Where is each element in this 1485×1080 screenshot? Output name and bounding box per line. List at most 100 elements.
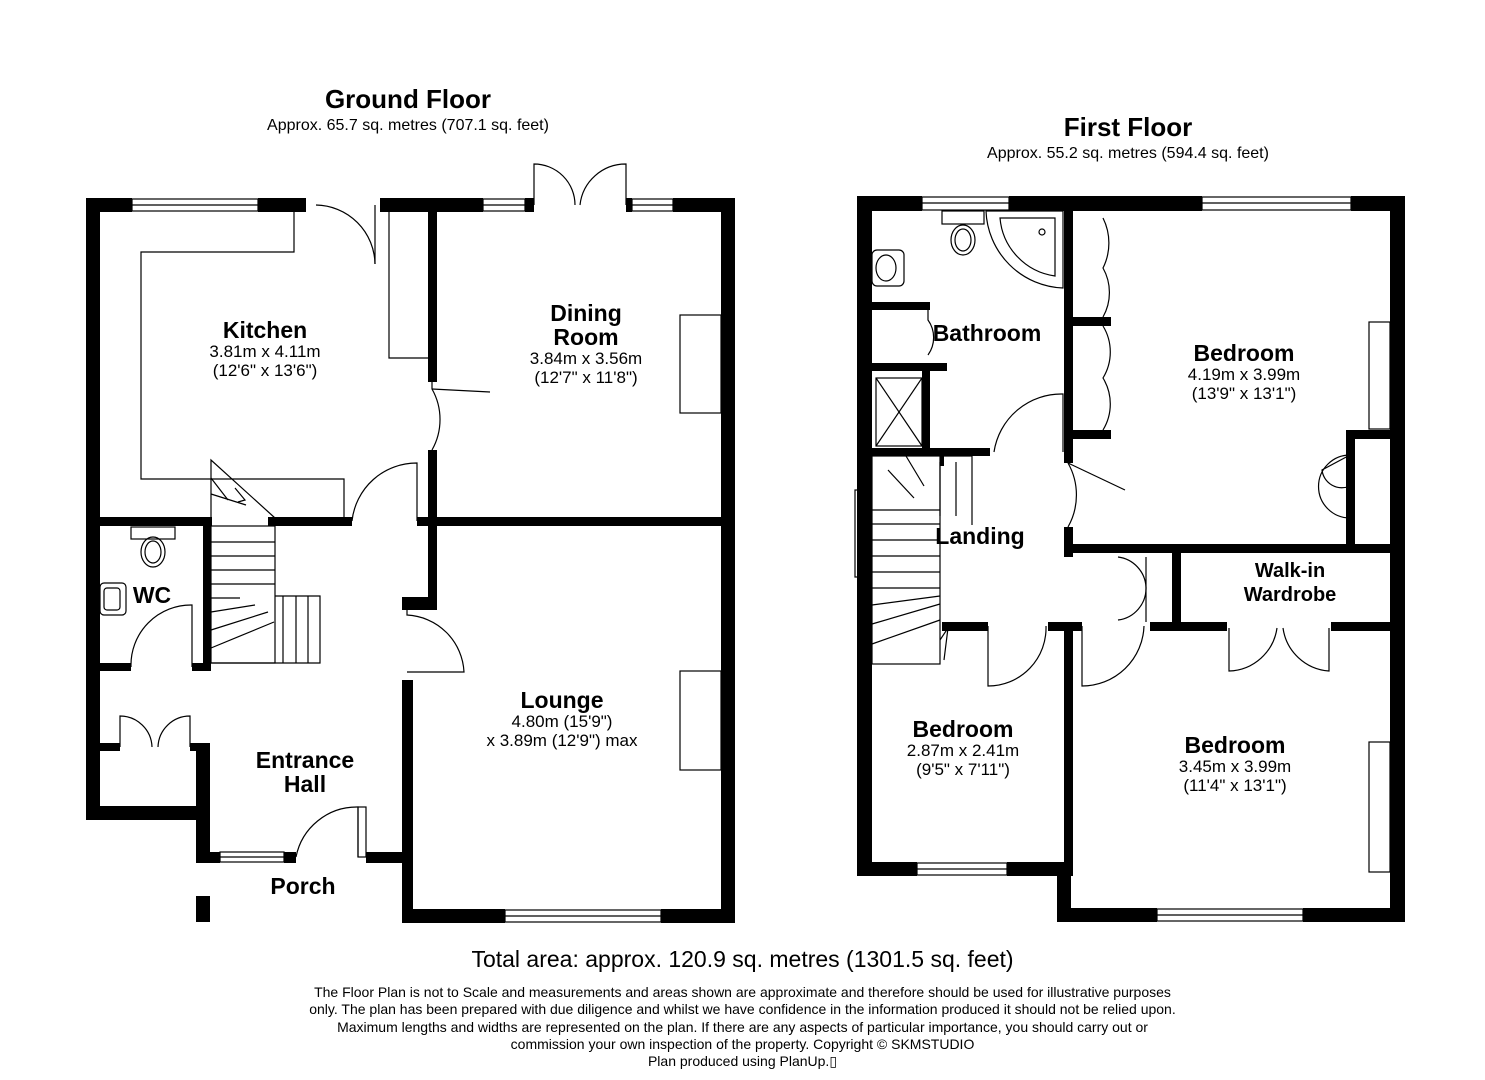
ff-walkin-doors — [1228, 627, 1278, 672]
dining-name-line2: Room — [553, 324, 619, 350]
gf-wall-bottom-lounge-a — [402, 909, 505, 923]
gf-wall-porch-bottom-b — [284, 852, 296, 863]
ff-bath-cistern — [941, 210, 985, 225]
ff-bed1-radiator — [1368, 321, 1391, 430]
lounge-dim-length: 4.80m (15'9") — [511, 712, 613, 731]
disclaimer-line-4: commission your own inspection of the pr… — [510, 1035, 975, 1052]
ff-wall-bed1-cupboard-top — [1346, 430, 1390, 439]
ff-bath-corner-bath — [985, 210, 1064, 289]
gf-door-hall-lounge — [406, 610, 465, 673]
gf-wall-porch-bottom-c — [366, 852, 406, 863]
ff-wall-bed1-wardrobe-top — [1073, 317, 1111, 326]
ground-floor-details — [86, 163, 722, 923]
ff-staircase — [871, 455, 941, 665]
ff-wall-bed2-top-b — [1048, 622, 1082, 631]
gf-door-dining-french — [533, 163, 576, 206]
lounge-dim-width: x 3.89m (12'9") max — [486, 731, 638, 750]
gf-wall-top-e — [626, 198, 632, 212]
kitchen-dim-imperial: (12'6" x 13'6") — [212, 361, 318, 380]
ff-wall-bed1-wardrobe-bot — [1073, 430, 1111, 439]
bedroom2-name: Bedroom — [912, 716, 1014, 742]
gf-wall-top-d — [525, 198, 534, 212]
room-label-landing: Landing — [910, 524, 1050, 548]
first-floor-details — [854, 196, 1391, 922]
ff-wall-bed2-top-a — [942, 622, 988, 631]
disclaimer-line-3: Maximum lengths and widths are represent… — [337, 1018, 1148, 1035]
ff-bath-toilet — [950, 224, 976, 256]
gf-kitchen-worktop — [140, 212, 345, 517]
lounge-name: Lounge — [520, 687, 604, 713]
ff-wall-bottom-left-a — [857, 862, 917, 876]
gf-cupboard-door-a — [119, 715, 153, 748]
gf-wall-right — [721, 198, 735, 923]
ff-bed3-radiator — [1368, 741, 1391, 873]
gf-staircase — [210, 525, 276, 664]
gf-wall-top-f — [673, 198, 735, 212]
bedroom3-dim-imperial: (11'4" x 13'1") — [1183, 776, 1287, 795]
gf-wall-cupboard-top-a — [100, 743, 120, 751]
gf-wall-bottom-lounge-b — [661, 909, 735, 923]
room-label-entrance-hall: Entrance Hall — [225, 748, 385, 796]
entrance-hall-line1: Entrance — [255, 747, 355, 773]
first-floor-title: First Floor — [1063, 112, 1193, 142]
gf-wall-wc-bottom-b — [192, 663, 211, 671]
ground-floor-plan — [86, 198, 735, 923]
gf-wall-kitchen-dining — [428, 212, 437, 382]
ff-door-bed2 — [987, 625, 1047, 687]
bedroom2-dim-metric: 2.87m x 2.41m — [906, 741, 1020, 760]
entrance-hall-line2: Hall — [283, 771, 327, 797]
bedroom1-name: Bedroom — [1193, 340, 1295, 366]
room-label-bedroom-2: Bedroom 2.87m x 2.41m (9'5" x 7'11") — [863, 717, 1063, 779]
ff-door-bed3 — [1081, 625, 1145, 687]
room-label-walk-in-wardrobe: Walk-in Wardrobe — [1210, 559, 1370, 607]
kitchen-name: Kitchen — [222, 317, 308, 343]
first-floor-plan — [857, 196, 1405, 922]
ff-wall-bottom-right-a — [1057, 908, 1157, 922]
gf-wall-wc-bottom — [100, 663, 131, 671]
dining-dim-metric: 3.84m x 3.56m — [529, 349, 643, 368]
dining-dim-imperial: (12'7" x 11'8") — [534, 368, 638, 387]
gf-door-front — [295, 806, 359, 858]
bedroom1-dim-metric: 4.19m x 3.99m — [1187, 365, 1301, 384]
ff-wall-walkin-left — [1172, 553, 1181, 630]
gf-dining-fireplace — [679, 314, 722, 414]
ff-wall-walkin-bottom-b — [1331, 622, 1390, 631]
ff-wall-bed1-cupboard — [1346, 430, 1355, 550]
landing-name: Landing — [935, 523, 1025, 549]
ff-door-bed1 — [1067, 462, 1078, 528]
gf-wall-porch-left — [196, 745, 210, 863]
gf-porch-post — [196, 896, 210, 922]
room-label-lounge: Lounge 4.80m (15'9") x 3.89m (12'9") max — [442, 688, 682, 750]
kitchen-dim-metric: 3.81m x 4.11m — [209, 342, 321, 361]
gf-door-kitchen-dining — [431, 382, 441, 451]
walkin-line2: Wardrobe — [1243, 584, 1337, 606]
bedroom3-name: Bedroom — [1184, 732, 1286, 758]
gf-wall-left — [86, 198, 100, 820]
ff-bath-shower-tray — [875, 377, 923, 447]
ff-wall-bath-bed1 — [1064, 211, 1073, 463]
ff-wall-bath-shelf-b — [872, 363, 947, 371]
ff-wall-stairs — [940, 456, 944, 466]
gf-wc-toilet — [140, 536, 166, 568]
disclaimer: The Floor Plan is not to Scale and measu… — [200, 984, 1285, 1070]
ff-door-bathroom — [993, 393, 1064, 453]
gf-wall-wc-stairs — [203, 526, 211, 669]
room-label-bedroom-3: Bedroom 3.45m x 3.99m (11'4" x 13'1") — [1135, 733, 1335, 795]
walkin-line1: Walk-in — [1254, 560, 1326, 582]
ff-wall-left — [857, 196, 872, 876]
gf-wall-top-c — [380, 198, 483, 212]
gf-lounge-fireplace — [679, 670, 722, 771]
gf-door-wc — [130, 604, 193, 668]
gf-wall-kitchen-wc-a — [100, 517, 212, 526]
ff-wall-bottom-left-b — [1007, 862, 1071, 876]
gf-wall-top-b — [258, 198, 306, 212]
bedroom1-dim-imperial: (13'9" x 13'1") — [1191, 384, 1297, 403]
ff-wall-bottom-right-b — [1303, 908, 1405, 922]
disclaimer-line-1: The Floor Plan is not to Scale and measu… — [314, 984, 1171, 1000]
room-label-bathroom: Bathroom — [917, 321, 1057, 345]
gf-wall-hall-lounge — [428, 526, 437, 610]
ff-landing-cupboard-doors — [1117, 556, 1147, 621]
ff-wall-walkin-bottom-a — [1150, 622, 1227, 631]
gf-wall-cupboard-bottom — [86, 806, 210, 820]
